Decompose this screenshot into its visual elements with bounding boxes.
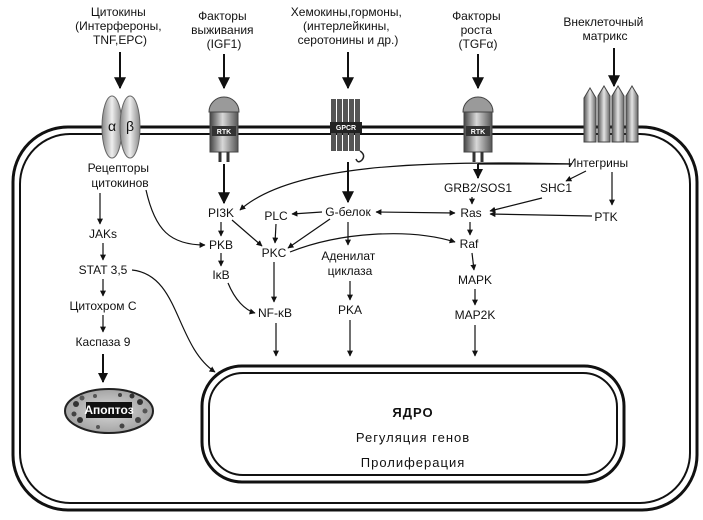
rtk-receptor-icon: RTK <box>208 96 240 162</box>
ras-node: Ras <box>460 206 481 220</box>
map2k-node: MAP2K <box>455 308 496 322</box>
mapk-node: MAPK <box>458 273 492 287</box>
rtk-label: RTK <box>217 129 231 136</box>
integrin-receptor-icon <box>583 85 639 143</box>
cytokine-receptors-label: Рецепторы цитокинов <box>88 161 153 190</box>
pi3k-node: PI3K <box>208 206 234 220</box>
nucleus-outer <box>200 364 626 484</box>
pka-node: PKA <box>338 303 362 317</box>
shc1-node: SHC1 <box>540 181 572 195</box>
grb2-sos1-node: GRB2/SOS1 <box>444 181 512 195</box>
alpha-label: α <box>108 118 116 134</box>
g-protein-node: G-белок <box>325 205 371 219</box>
gene-regulation-label: Регуляция генов <box>356 430 470 445</box>
gpcr-label: GPCR <box>336 125 356 132</box>
rtk-growth-label: RTK <box>471 129 485 136</box>
gpcr-receptor-icon: GPCR <box>330 99 365 163</box>
beta-label: β <box>126 118 134 134</box>
nucleus-inner <box>208 372 618 476</box>
ptk-node: PTK <box>594 210 617 224</box>
nucleus-title: ЯДРО <box>392 405 433 420</box>
extracellular-matrix-label: Внеклеточный матрикс <box>563 15 646 43</box>
proliferation-label: Пролиферация <box>361 455 466 470</box>
nfkb-node: NF-κB <box>258 306 292 320</box>
cytokines-label: Цитокины (Интерфероны, TNF,EPC) <box>75 5 165 47</box>
jaks-node: JAKs <box>89 227 117 241</box>
caspase-node: Каспаза 9 <box>76 335 131 349</box>
integrins-node: Интегрины <box>568 156 628 170</box>
cytochrome-node: Цитохром С <box>69 299 136 313</box>
raf-node: Raf <box>460 237 479 251</box>
pkb-node: PKB <box>209 238 233 252</box>
rtk-receptor-growth-icon: RTK <box>462 96 494 162</box>
pkc-node: PKC <box>262 246 287 260</box>
cytokine-receptor-icon: α β <box>101 95 141 159</box>
ikb-node: IκB <box>212 268 229 282</box>
pathway-arrows <box>97 162 615 383</box>
growth-factors-label: Факторы роста (TGFα) <box>452 9 504 51</box>
apoptosis-cell-icon: Апоптоз <box>64 388 154 434</box>
plc-node: PLC <box>264 209 288 223</box>
chemokines-label: Хемокины,гормоны, (интерлейкины, серотон… <box>291 5 405 47</box>
survival-factors-label: Факторы выживания (IGF1) <box>191 9 257 51</box>
apoptosis-label: Апоптоз <box>84 403 133 417</box>
stat-node: STAT 3,5 <box>79 263 128 277</box>
adenylate-cyclase-node: Аденилат циклаза <box>321 249 378 278</box>
